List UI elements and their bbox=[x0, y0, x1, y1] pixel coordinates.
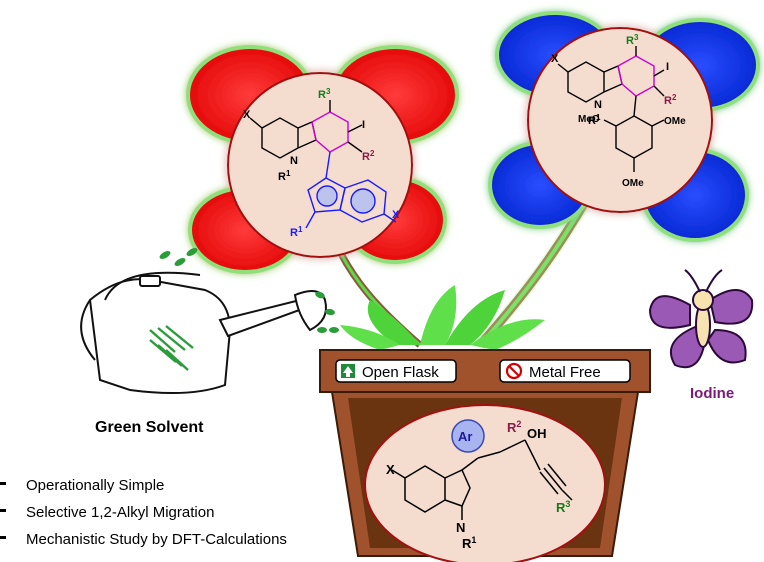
svg-text:OMe: OMe bbox=[622, 178, 644, 189]
label-r3: R bbox=[318, 89, 326, 101]
label-x: X bbox=[243, 109, 251, 121]
green-solvent-label: Green Solvent bbox=[95, 419, 204, 436]
red-product-structure bbox=[249, 100, 397, 229]
red-product-labels: X R3 I N R1 R2 R1 X bbox=[243, 87, 400, 239]
aryl-circle bbox=[451, 419, 485, 453]
svg-text:I: I bbox=[666, 61, 669, 73]
metal-free-badge: Metal Free bbox=[499, 359, 631, 383]
red-flower bbox=[186, 45, 459, 274]
open-flask-badge: Open Flask bbox=[335, 359, 457, 383]
arrow-up-icon bbox=[343, 366, 353, 377]
iodine-label: Iodine bbox=[690, 385, 734, 402]
bullet-item: Selective 1,2-Alkyl Migration bbox=[26, 504, 214, 521]
open-flask-label: Open Flask bbox=[362, 364, 439, 381]
label-i: I bbox=[362, 119, 365, 131]
svg-text:OH: OH bbox=[527, 426, 547, 441]
svg-text:R1: R1 bbox=[588, 113, 601, 127]
label-n: N bbox=[290, 155, 298, 167]
label-indole-x: X bbox=[392, 209, 400, 221]
bullet-item: Mechanistic Study by DFT-Calculations bbox=[26, 531, 287, 548]
metal-free-label: Metal Free bbox=[529, 364, 601, 381]
substrate-structure bbox=[391, 439, 573, 520]
svg-text:N: N bbox=[456, 520, 465, 535]
can-stripes bbox=[149, 325, 194, 371]
svg-text:R1: R1 bbox=[462, 535, 476, 551]
svg-text:Ar: Ar bbox=[458, 429, 472, 444]
bullet-item: Operationally Simple bbox=[26, 477, 164, 494]
blue-flower bbox=[488, 11, 760, 242]
pot-leaves bbox=[340, 285, 545, 350]
water-drops bbox=[159, 248, 339, 333]
blue-product-structure bbox=[557, 46, 665, 172]
svg-text:R2: R2 bbox=[507, 419, 521, 435]
prohibited-icon bbox=[505, 362, 523, 380]
svg-text:R3: R3 bbox=[556, 499, 570, 515]
feature-list: Operationally Simple Selective 1,2-Alkyl… bbox=[0, 477, 287, 548]
svg-text:R1: R1 bbox=[290, 225, 303, 239]
svg-text:OMe: OMe bbox=[664, 116, 686, 127]
svg-text:MeO: MeO bbox=[578, 114, 600, 125]
flower-pot bbox=[319, 349, 651, 562]
svg-text:R1: R1 bbox=[278, 169, 291, 183]
blue-product-labels: X R3 I N R1 R2 MeO OMe OMe bbox=[551, 33, 686, 189]
svg-text:R2: R2 bbox=[664, 93, 677, 107]
svg-text:X: X bbox=[386, 462, 395, 477]
svg-text:X: X bbox=[551, 53, 559, 65]
svg-text:R3: R3 bbox=[318, 87, 331, 101]
substrate-labels: Ar R2 OH X R3 N R1 bbox=[386, 419, 570, 551]
svg-text:N: N bbox=[594, 99, 602, 111]
svg-text:R2: R2 bbox=[362, 149, 375, 163]
butterfly-illustration bbox=[648, 269, 754, 369]
watering-can-illustration bbox=[80, 271, 327, 395]
svg-text:R3: R3 bbox=[626, 33, 639, 47]
